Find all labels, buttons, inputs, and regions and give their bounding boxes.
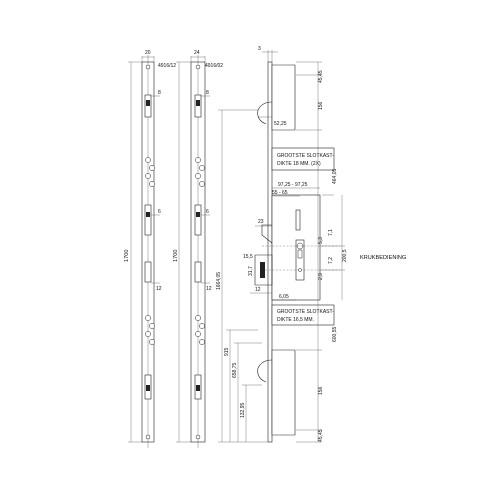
backset-label: 97,25 - 97,25: [278, 182, 308, 188]
bar-2-dim-low: 12: [206, 286, 212, 292]
lower-hook-case: [271, 349, 296, 436]
handle-label: KRUKBEDIENING: [360, 255, 406, 261]
lower-hook: [257, 359, 273, 383]
dim-right-10: 45,45: [318, 429, 324, 442]
dim-right-4: 5,3: [318, 237, 324, 244]
dim-right-9: 156: [318, 386, 324, 395]
face-plate: [267, 61, 273, 443]
note-upper-line1: GROOTSTE SLOTKAST-: [277, 153, 334, 159]
cylinder-housing: [295, 239, 305, 281]
bar-2-dim-top: 8: [206, 90, 209, 96]
bar-1-length-label: 1700: [124, 250, 130, 262]
dim-right-5: 200,5: [342, 249, 348, 262]
dim-left-3: 132,95: [240, 402, 246, 418]
dim-right-7: 2,9: [318, 273, 324, 280]
bar-1-dim-top: 8: [158, 90, 161, 96]
bar-2: 24 4916/02 8 6 12 1700: [173, 50, 223, 448]
bar-1-dim-low: 12: [156, 286, 162, 292]
bar-1-width-label: 20: [145, 50, 151, 56]
dim-right-1: 156: [318, 101, 324, 110]
dim-155-label: 15,5: [243, 254, 253, 260]
dim-left-1: 915: [224, 347, 230, 356]
dim-right-6: 7,2: [328, 257, 334, 264]
range-label: 55 - 65: [272, 190, 288, 196]
dim-23-label: 23: [258, 219, 264, 225]
dim-right-3: 7,1: [328, 229, 334, 236]
dim-317-label: 31,7: [248, 266, 254, 276]
bar-2-width-label: 24: [194, 50, 200, 56]
bar-1: 20 4916/12 8 6 12 1700: [124, 50, 176, 448]
dim-left-0: 1664,05: [216, 272, 222, 290]
dim-right-2: 464,05: [332, 168, 338, 184]
top-width-label: 3: [258, 46, 261, 52]
bar-2-length-label: 1700: [173, 250, 179, 262]
dim-12-label: 12: [255, 287, 261, 293]
lock-assembly: 3 52,25 GROOTSTE SLOTKAST- DIKTE 18 MM. …: [216, 46, 406, 443]
note-lower-line1: GROOTSTE SLOTKAST-: [277, 309, 334, 315]
dim-right-0: 45,45: [318, 70, 324, 83]
latch-bolt: [261, 224, 273, 244]
note-upper-line2: DIKTE 18 MM. (2X): [277, 161, 321, 167]
bar-1-dim-mid: 6: [158, 209, 161, 215]
note-lower-line2: DIKTE 16,5 MM.: [277, 317, 314, 323]
dim-left-2: 658,75: [232, 362, 238, 378]
dead-bolt: [254, 254, 273, 286]
dim-right-8: 600,55: [332, 326, 338, 342]
bar-2-dim-mid: 6: [206, 209, 209, 215]
hook-offset-label: 52,25: [274, 121, 287, 127]
bar-1-code-label: 4916/12: [158, 63, 176, 69]
bar-2-code-label: 4916/02: [205, 63, 223, 69]
dim-605-label: 6,05: [279, 294, 289, 300]
upper-hook-case: [271, 64, 296, 131]
